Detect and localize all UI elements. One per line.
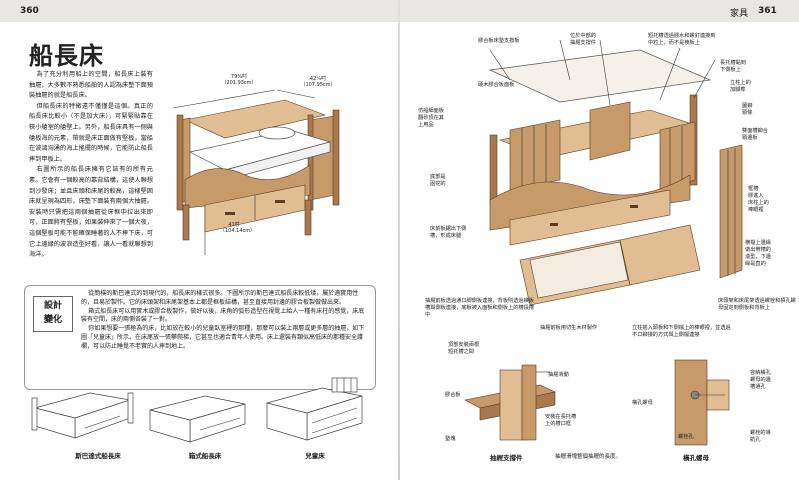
label-cross-nut: 橫孔螺母 [632, 400, 653, 406]
label-short-cleat: 短托槽透過膠水和螺釘連接到 中粒上，而不是棱板上 [648, 33, 716, 46]
drawer-support-detail [464, 364, 556, 441]
paragraph-2: 但船長床的特徵遠不僅僅是這個。真正的船長床比較小（不是加大床），可緊緊貼靠在狹小… [29, 102, 153, 163]
label-drawer-construction: 抽屜前板透過通口脚側板連接，背板則透過橫板槽與側板連接，底板被入面板和側板上的槽… [425, 298, 534, 318]
caption-slide-note: 抽屜滑塊整個抽屜的長度。 [555, 454, 622, 460]
design-paragraph-2: 箱式船長床可以用實木或膠合板製作，做好以後，床角的弧形造型在視覺上給人一種有床柱… [81, 307, 365, 324]
label-tenon: 立柱上的 加腳榫 [730, 80, 751, 93]
dimension-width: 42¹⁄₈吋 （107.95cm） [300, 76, 336, 88]
label-nut-hole: 容納橫孔 螺母的邊 槽通孔 [750, 370, 771, 390]
label-rail-edge: 横檔上邊緣 做出帶槽的 造型，下邊 緣是直的 [745, 240, 771, 267]
dimension-length: 79¹⁄₈吋 （201.93cm） [221, 74, 257, 86]
left-page-number: 360 [20, 6, 39, 16]
label-mount-between: 頂部安裝兩根 短托槽之間 [448, 342, 480, 355]
label-long-cleat: 長托槽黏到 下側板上 [720, 60, 746, 73]
captains-bed-illustration [172, 89, 340, 255]
label-bolts: 床頭架和床尾架透過螺栓和槓孔螺母固定到側板和背板上 [718, 298, 796, 311]
caption-spartan: 斯巴達式船長床 [75, 452, 121, 460]
paragraph-1: 為了充分利用船上的空間，船長床上裝有抽屜，大多數不熟悉船舶的人認為床墊下面預裝抽… [29, 71, 153, 100]
childrens-bed-sketch [265, 377, 363, 441]
label-double-groove: 雙面槽鉚合 頸邊板 [742, 128, 768, 141]
design-change-text: 從簡樸的斯巴達式的到現代的，船長床的樣式很多。下圖所示的斯巴達式船長床較低矮，屬… [81, 290, 367, 352]
label-mattress-support: 膠合板床墊支撐板 [478, 38, 520, 44]
label-notch-frame: 安裝在長托槽 上的槽口框 [545, 414, 577, 427]
spartan-bed-sketch [31, 392, 134, 439]
design-change-box: 設計 變化 從簡樸的斯巴達式的到現代的，船長床的樣式很多。下圖所示的斯巴達式船長… [24, 285, 376, 390]
label-rail-mortise: 框槽 膠進入 床柱上的 棒眼裡 [748, 186, 769, 213]
label-bottom-cut: 底部是 固挖的 [430, 174, 446, 187]
label-post-mortise: 立柱插入頭板和下側檔上的棒眼裡，並透過不口鉚接的方式與上側檔連接 [632, 325, 731, 338]
left-page-header [0, 0, 399, 22]
label-center-support: 位於中部的 抽屜支撐件 [570, 33, 596, 46]
label-block: 墊塊 [445, 436, 456, 442]
design-paragraph-3: 你如果想要一張極為的床，比如放在較小的兒童臥室裡的那種，那麼可以裝上兩層或更多層… [81, 325, 365, 350]
box-bed-sketch [149, 395, 246, 443]
caption-cross-nut: 橫孔螺母 [683, 454, 709, 462]
design-change-badge: 設計 變化 [33, 296, 73, 332]
label-front-legs: 床前板鋸出下側 槽，形成床腿 [430, 226, 467, 239]
exploded-bed-illustration [488, 39, 743, 306]
dimension-height: 41吋 （104.14cm） [220, 222, 256, 234]
cross-nut-detail [674, 359, 730, 446]
left-page: 360 船長床 為了充分利用船上的空間，船長床上裝有抽屜，大多數不熟悉船舶的人認… [0, 0, 399, 480]
caption-children: 兒童床 [305, 452, 325, 460]
body-text: 為了充分利用船上的空間，船長床上裝有抽屜，大多數不熟悉船舶的人認為床墊下面預裝抽… [29, 70, 153, 261]
label-drawer-front: 抽屜前板用切生木材製作 [540, 325, 598, 331]
caption-box: 箱式船長床 [188, 452, 222, 460]
page-title: 船長床 [29, 41, 104, 70]
right-page-header [400, 0, 799, 22]
right-header-label: 家具 [730, 9, 749, 19]
book-gutter [398, 0, 401, 480]
label-drawer-slide: 抽屜滑動 [548, 372, 569, 378]
label-bolt-hole: 螺栓孔 [678, 434, 694, 440]
label-plywood: 膠合板 [445, 392, 461, 398]
label-panel: 仿船細面板 翻砂頂在其 上用品 [418, 108, 444, 128]
right-page-number: 361 [758, 6, 777, 16]
label-pilot-hole: 螺栓的導 航孔 [750, 430, 771, 443]
caption-drawer-support: 抽屜支撐件 [490, 454, 523, 462]
paragraph-3: 右圖所示的船長床擁有它該有的所有元素。它會有一個較高的靠背結構，這使人聯想到沙發… [29, 166, 153, 259]
label-round-strip: 圖鉚 頸條 [742, 103, 753, 116]
right-page: 家具 361 [400, 0, 799, 480]
label-hardwood-plywood: 硬木膠合板面板 [478, 82, 515, 88]
design-paragraph-1: 從簡樸的斯巴達式的到現代的，船長床的樣式很多。下圖所示的斯巴達式船長床較低矮，屬… [81, 290, 359, 306]
